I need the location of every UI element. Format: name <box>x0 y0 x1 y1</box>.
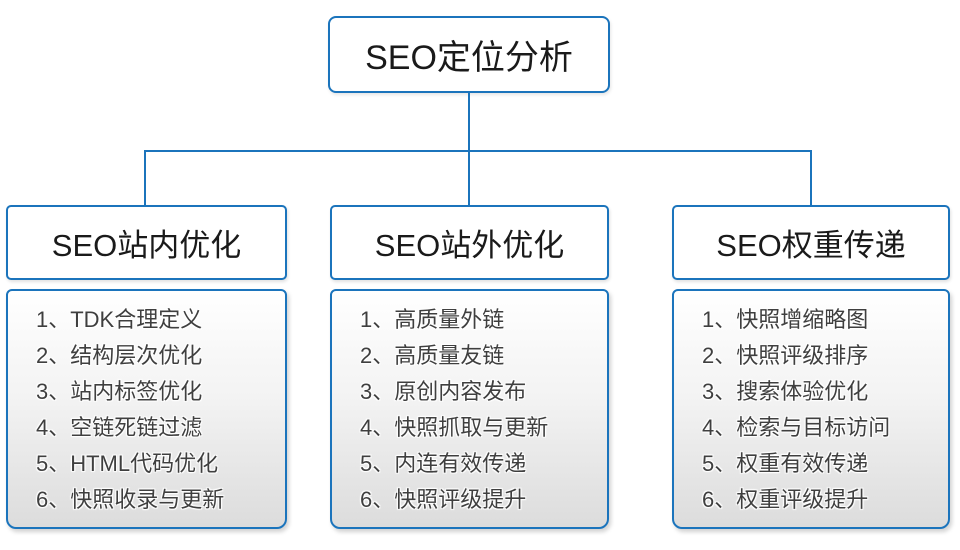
column-panel-weight: 1、快照增缩略图 2、快照评级排序 3、搜索体验优化 4、检索与目标访问 5、权… <box>672 289 950 529</box>
list-item: 5、HTML代码优化 <box>36 451 219 476</box>
column-title: SEO站内优化 <box>51 228 242 263</box>
list-item: 3、搜索体验优化 <box>702 379 869 404</box>
list-item: 5、内连有效传递 <box>360 451 527 476</box>
column-header-offsite: SEO站外优化 <box>330 205 609 280</box>
list-item: 4、快照抓取与更新 <box>360 415 549 440</box>
root-node: SEO定位分析 <box>328 16 610 93</box>
column-header-onsite: SEO站内优化 <box>6 205 287 280</box>
list-item: 1、高质量外链 <box>360 307 505 332</box>
connector-drop-left <box>144 150 146 206</box>
column-panel-offsite: 1、高质量外链 2、高质量友链 3、原创内容发布 4、快照抓取与更新 5、内连有… <box>330 289 609 529</box>
list-item: 1、TDK合理定义 <box>36 307 203 332</box>
list-item: 2、结构层次优化 <box>36 343 203 368</box>
connector-drop-middle <box>468 150 470 206</box>
connector-drop-right <box>810 150 812 206</box>
connector-root-stem <box>468 93 470 151</box>
list-item: 4、空链死链过滤 <box>36 415 203 440</box>
list-item: 6、快照评级提升 <box>360 487 527 512</box>
list-item: 1、快照增缩略图 <box>702 307 869 332</box>
list-item: 2、快照评级排序 <box>702 343 869 368</box>
list-item: 6、快照收录与更新 <box>36 487 225 512</box>
root-title: SEO定位分析 <box>365 39 573 77</box>
column-title: SEO权重传递 <box>716 228 906 263</box>
connector-rail <box>144 150 812 152</box>
list-item: 6、权重评级提升 <box>702 487 869 512</box>
column-title: SEO站外优化 <box>374 228 565 263</box>
list-item: 2、高质量友链 <box>360 343 505 368</box>
list-item: 5、权重有效传递 <box>702 451 869 476</box>
column-panel-onsite: 1、TDK合理定义 2、结构层次优化 3、站内标签优化 4、空链死链过滤 5、H… <box>6 289 287 529</box>
list-item: 3、原创内容发布 <box>360 379 527 404</box>
list-item: 4、检索与目标访问 <box>702 415 891 440</box>
column-header-weight: SEO权重传递 <box>672 205 950 280</box>
list-item: 3、站内标签优化 <box>36 379 203 404</box>
